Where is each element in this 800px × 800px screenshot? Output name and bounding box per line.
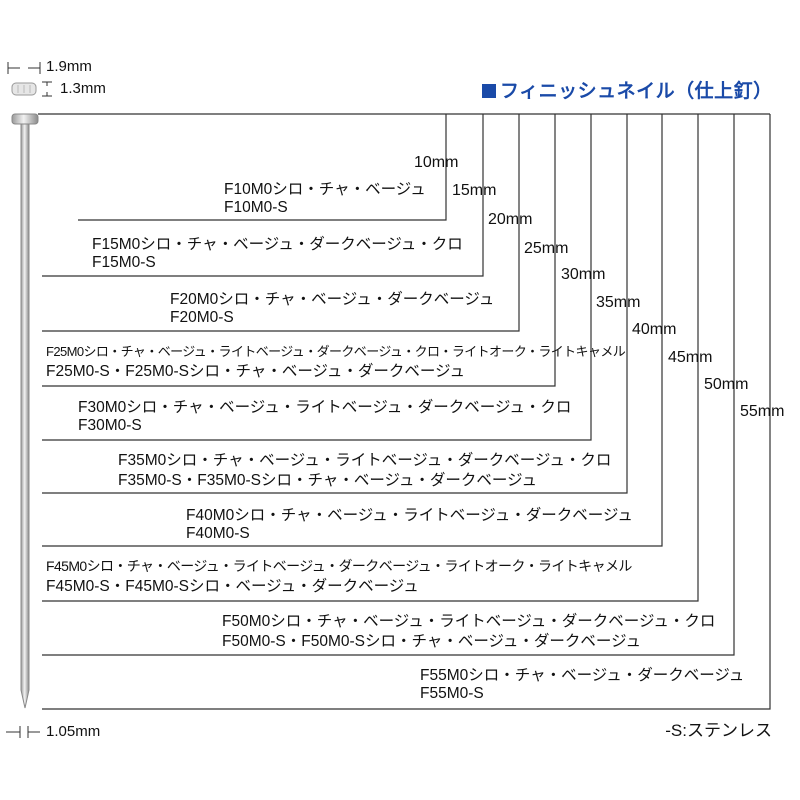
stainless-note: -S:ステンレス — [665, 721, 772, 740]
length-label-25mm: 25mm — [524, 240, 569, 257]
bracket-55mm — [42, 114, 771, 710]
product-45mm-line2: F45M0-S・F45M0-Sシロ・ベージュ・ダークベージュ — [46, 578, 419, 595]
shank-diameter-label: 1.05mm — [46, 723, 101, 740]
length-label-35mm: 35mm — [596, 294, 641, 311]
product-40mm-line2: F40M0-S — [186, 525, 250, 542]
bracket-45mm — [42, 114, 699, 602]
length-label-20mm: 20mm — [488, 211, 533, 228]
bracket-40mm — [42, 114, 663, 547]
product-30mm-line1: F30M0シロ・チャ・ベージュ・ライトベージュ・ダークベージュ・クロ — [78, 399, 572, 416]
product-10mm-line1: F10M0シロ・チャ・ベージュ — [224, 181, 426, 198]
product-55mm-line1: F55M0シロ・チャ・ベージュ・ダークベージュ — [420, 667, 745, 684]
product-25mm-line1: F25M0シロ・チャ・ベージュ・ライトベージュ・ダークベージュ・クロ・ライトオー… — [46, 344, 626, 359]
product-30mm-line2: F30M0-S — [78, 417, 142, 434]
bracket-10mm — [78, 114, 447, 221]
head-height-label: 1.3mm — [60, 80, 106, 97]
product-55mm-line2: F55M0-S — [420, 685, 484, 702]
product-50mm-line1: F50M0シロ・チャ・ベージュ・ライトベージュ・ダークベージュ・クロ — [222, 613, 716, 630]
product-15mm-line1: F15M0シロ・チャ・ベージュ・ダークベージュ・クロ — [92, 236, 463, 253]
length-label-55mm: 55mm — [740, 403, 785, 420]
shank-diameter-dimension-mark — [6, 726, 40, 738]
bracket-25mm — [42, 114, 556, 387]
bracket-50mm — [42, 114, 735, 656]
bracket-35mm — [42, 114, 628, 494]
product-35mm-line2: F35M0-S・F35M0-Sシロ・チャ・ベージュ・ダークベージュ — [118, 472, 538, 489]
length-label-15mm: 15mm — [452, 182, 497, 199]
product-45mm-line1: F45M0シロ・チャ・ベージュ・ライトベージュ・ダークベージュ・ライトオーク・ラ… — [46, 558, 632, 574]
product-50mm-line2: F50M0-S・F50M0-Sシロ・チャ・ベージュ・ダークベージュ — [222, 633, 642, 650]
bracket-15mm — [42, 114, 484, 277]
nail-illustration — [11, 113, 39, 709]
bracket-30mm — [42, 114, 592, 441]
product-20mm-line1: F20M0シロ・チャ・ベージュ・ダークベージュ — [170, 291, 495, 308]
head-width-label: 1.9mm — [46, 58, 92, 75]
product-15mm-line2: F15M0-S — [92, 254, 156, 271]
product-35mm-line1: F35M0シロ・チャ・ベージュ・ライトベージュ・ダークベージュ・クロ — [118, 452, 612, 469]
length-brackets — [42, 114, 771, 710]
length-label-30mm: 30mm — [561, 266, 606, 283]
length-label-50mm: 50mm — [704, 376, 749, 393]
length-label-40mm: 40mm — [632, 321, 677, 338]
bracket-20mm — [42, 114, 520, 332]
length-label-45mm: 45mm — [668, 349, 713, 366]
title-square-icon — [482, 84, 496, 98]
page-title: フィニッシュネイル（仕上釘） — [482, 76, 773, 103]
length-label-10mm: 10mm — [414, 154, 459, 171]
title-text: フィニッシュネイル（仕上釘） — [500, 81, 773, 102]
nail-head-small-icon — [11, 82, 37, 96]
product-40mm-line1: F40M0シロ・チャ・ベージュ・ライトベージュ・ダークベージュ — [186, 507, 633, 524]
head-height-dimension-mark — [42, 81, 52, 97]
head-width-dimension-mark — [7, 62, 41, 74]
product-10mm-line2: F10M0-S — [224, 199, 288, 216]
product-25mm-line2: F25M0-S・F25M0-Sシロ・チャ・ベージュ・ダークベージュ — [46, 363, 466, 380]
product-20mm-line2: F20M0-S — [170, 309, 234, 326]
